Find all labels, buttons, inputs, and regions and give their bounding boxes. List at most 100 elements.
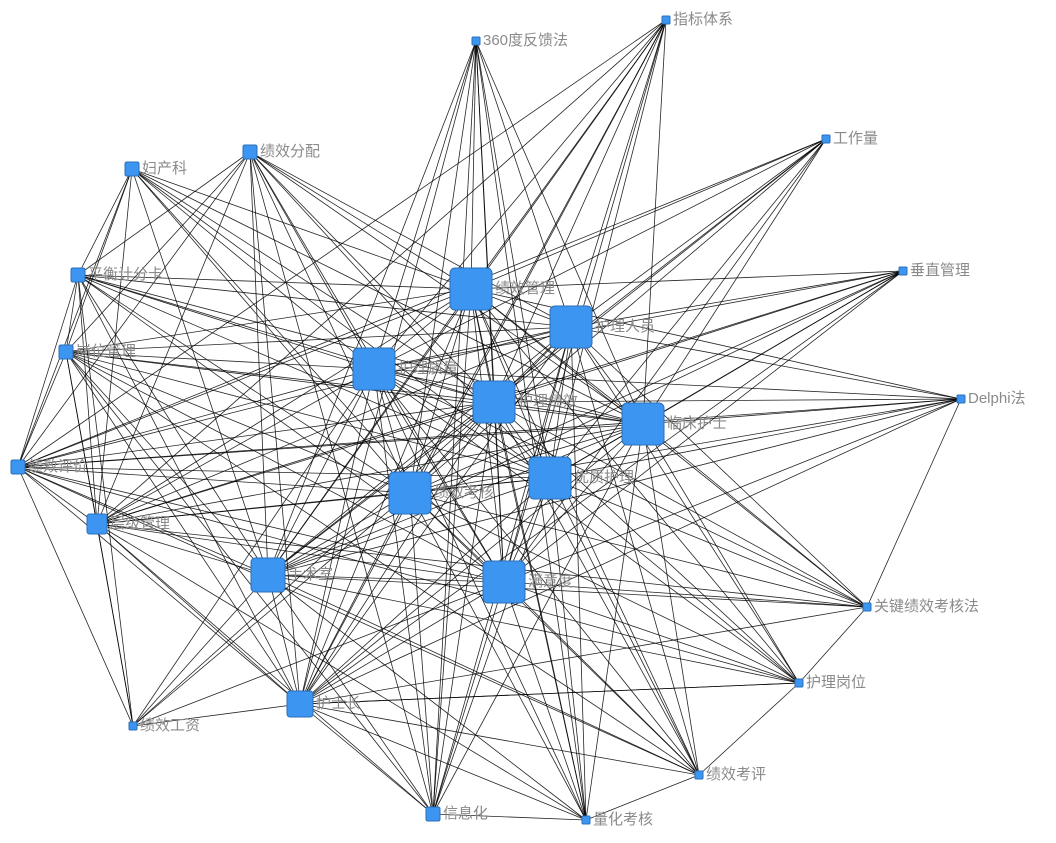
edge-jxkh-jxgz: [132, 492, 411, 727]
edge-cengji-lhkh: [96, 523, 587, 821]
node-xxh[interactable]: [425, 806, 441, 822]
node-label-fuchan: 妇产科: [142, 160, 187, 177]
edge-d360-xxh: [432, 40, 477, 815]
edge-shoushu-lhkh: [267, 574, 587, 821]
node-d360[interactable]: [471, 36, 481, 46]
edge-d360-lchs: [475, 40, 644, 425]
edge-gangwei-hsz: [65, 351, 301, 705]
edge-gangwei-xxh: [65, 351, 434, 815]
node-yzhl[interactable]: [528, 456, 572, 500]
edge-hljx-cengji: [96, 401, 495, 525]
node-delphi[interactable]: [956, 394, 966, 404]
edge-hlry-lhkh: [570, 326, 587, 821]
node-fuchan[interactable]: [124, 161, 140, 177]
edge-delphi-hsz: [299, 398, 962, 705]
edge-hsz-jxkp: [299, 703, 700, 776]
edge-hlgw-jxkp: [698, 682, 800, 776]
node-hlry[interactable]: [549, 305, 593, 349]
node-label-xxh: 信息化: [443, 805, 488, 822]
node-hsz[interactable]: [286, 690, 314, 718]
edge-zhibiao-hljx: [493, 19, 667, 403]
node-label-lhkh: 量化考核: [593, 811, 653, 828]
edge-jxkh-hlgw: [409, 492, 800, 684]
edge-jxkh-xxh: [409, 492, 434, 815]
edge-chuizhi-hlry: [570, 270, 904, 328]
node-label-hlzl: 护理质量: [398, 360, 458, 377]
node-label-yzhl: 优质护理: [574, 469, 634, 486]
edge-zhibiao-cengji: [96, 19, 667, 525]
node-jxkp[interactable]: [694, 770, 704, 780]
edge-yzhl-hlgw: [549, 477, 800, 684]
node-label-hljx: 护理绩效: [518, 393, 578, 410]
node-lchs[interactable]: [621, 402, 665, 446]
node-pingheng[interactable]: [70, 267, 86, 283]
node-hljx[interactable]: [472, 380, 516, 424]
edge-jxpj-jxgz: [17, 466, 134, 727]
edge-chuizhi-hsz: [299, 270, 904, 705]
edge-hljx-gjjx: [493, 401, 868, 608]
edge-cengji-xxh: [96, 523, 434, 815]
node-gongzuo[interactable]: [821, 134, 831, 144]
node-label-gangwei: 岗位管理: [76, 343, 136, 360]
node-jxpj[interactable]: [10, 459, 26, 475]
node-gangwei[interactable]: [58, 344, 74, 360]
edge-jxguanli-hsz: [299, 288, 472, 705]
edge-d360-hlry: [475, 40, 572, 328]
node-hlgw[interactable]: [794, 678, 804, 688]
node-gjjx[interactable]: [862, 602, 872, 612]
edge-hljx-lchs: [493, 401, 644, 425]
edge-gangwei-myd: [65, 351, 505, 583]
edge-jxkh-gjjx: [409, 492, 868, 608]
node-lhkh[interactable]: [581, 815, 591, 825]
edge-xxh-lhkh: [432, 813, 587, 821]
node-jxguanli[interactable]: [449, 267, 493, 311]
edge-yzhl-shoushu: [267, 477, 551, 576]
edge-gangwei-hlry: [65, 326, 572, 353]
edge-lchs-hlgw: [642, 423, 800, 684]
edge-hsz-cengji: [96, 523, 301, 705]
node-cengji[interactable]: [86, 513, 108, 535]
node-zhibiao[interactable]: [661, 15, 671, 25]
edge-hlry-yzhl: [549, 326, 572, 479]
edge-chuizhi-hljx: [493, 270, 904, 403]
node-label-jxpj: 绩效评价: [28, 458, 88, 475]
node-label-zhibiao: 指标体系: [673, 11, 733, 28]
node-jxkh[interactable]: [388, 471, 432, 515]
node-myd[interactable]: [482, 560, 526, 604]
edge-fuchan-gangwei: [65, 168, 133, 353]
node-label-hsz: 护士长: [316, 695, 361, 712]
edge-delphi-myd: [503, 398, 962, 583]
node-hlzl[interactable]: [352, 347, 396, 391]
edge-pingheng-hlzl: [77, 274, 375, 370]
edge-jxpj-jxkp: [17, 466, 700, 776]
edge-lchs-gjjx: [642, 423, 868, 608]
edge-zhibiao-hsz: [299, 19, 667, 705]
edge-pingheng-shoushu: [77, 274, 269, 576]
edge-shoushu-hsz: [267, 574, 301, 705]
node-label-jxkp: 绩效考评: [706, 766, 766, 783]
edge-fenpei-shoushu: [249, 151, 269, 576]
edge-chuizhi-myd: [503, 270, 904, 583]
edge-myd-hlgw: [503, 581, 800, 684]
edge-jxguanli-hlgw: [470, 288, 800, 684]
node-jxgz[interactable]: [128, 721, 138, 731]
edge-hlry-delphi: [570, 326, 962, 400]
edge-d360-jxkh: [409, 40, 477, 494]
edge-hljx-myd: [493, 401, 505, 583]
edge-gongzuo-hlzl: [373, 138, 827, 370]
edge-myd-jxgz: [132, 581, 505, 727]
edge-jxguanli-myd: [470, 288, 505, 583]
edge-zhibiao-jxkh: [409, 19, 667, 494]
edge-hljx-hlgw: [493, 401, 800, 684]
node-layer: [10, 15, 966, 825]
node-shoushu[interactable]: [250, 557, 286, 593]
edge-zhibiao-hlzl: [373, 19, 667, 370]
edge-hlry-hlgw: [570, 326, 800, 684]
edge-fenpei-jxpj: [17, 151, 251, 468]
edge-gangwei-jxkp: [65, 351, 700, 776]
edge-fuchan-pingheng: [77, 168, 133, 276]
node-fenpei[interactable]: [242, 144, 258, 160]
edge-hlzl-jxpj: [17, 368, 375, 468]
node-chuizhi[interactable]: [898, 266, 908, 276]
node-label-cengji: 层级管理: [110, 515, 170, 532]
